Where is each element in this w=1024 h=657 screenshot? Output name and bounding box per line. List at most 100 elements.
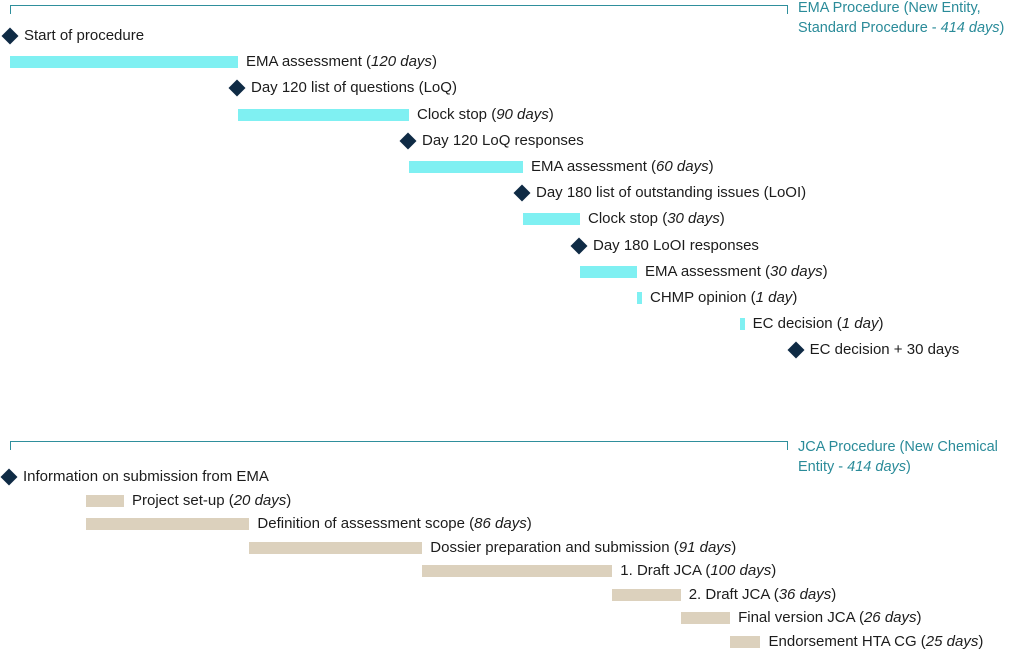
row-label-close: ) bbox=[792, 289, 798, 306]
row-label: Day 180 list of outstanding issues (LoOI… bbox=[536, 184, 807, 202]
row-label-close: ) bbox=[771, 562, 777, 579]
ema-task-label-3: Clock stop (90 days) bbox=[417, 106, 554, 124]
jca-title-line2-prefix: Entity - bbox=[798, 459, 848, 475]
ema-bracket bbox=[10, 5, 788, 14]
jca-milestone-diamond-0 bbox=[0, 468, 18, 486]
jca-task-label-1: Project set-up (20 days) bbox=[132, 492, 291, 510]
ema-task-label-7: Clock stop (30 days) bbox=[588, 210, 725, 228]
jca-task-bar-4 bbox=[422, 565, 613, 577]
jca-task-bar-3 bbox=[249, 541, 423, 554]
row-duration: 20 days bbox=[233, 491, 287, 509]
ema-task-bar-5 bbox=[409, 161, 523, 173]
row-label-close: ) bbox=[431, 53, 437, 71]
row-label: EC decision + 30 days bbox=[809, 341, 960, 359]
row-duration: 1 day bbox=[841, 315, 879, 333]
ema-procedure-title: EMA Procedure (New Entity, Standard Proc… bbox=[798, 0, 1004, 38]
row-label-close: ) bbox=[731, 538, 737, 556]
ema-milestone-label-8: Day 180 LoOI responses bbox=[593, 237, 759, 255]
row-label: Clock stop ( bbox=[588, 210, 668, 228]
row-label-close: ) bbox=[831, 585, 837, 603]
ema-task-bar-7 bbox=[523, 213, 580, 226]
row-label-close: ) bbox=[822, 262, 828, 280]
jca-task-label-2: Definition of assessment scope (86 days) bbox=[257, 515, 531, 533]
row-label: 2. Draft JCA ( bbox=[688, 585, 779, 603]
jca-task-label-7: Endorsement HTA CG (25 days) bbox=[769, 633, 984, 651]
row-duration: 86 days bbox=[474, 515, 527, 532]
ema-task-label-1: EMA assessment (120 days) bbox=[246, 53, 437, 71]
row-label: Final version JCA ( bbox=[738, 609, 864, 626]
jca-task-bar-5 bbox=[612, 588, 681, 601]
row-label: Day 120 list of questions (LoQ) bbox=[251, 79, 457, 97]
row-duration: 60 days bbox=[656, 158, 709, 175]
ema-milestone-diamond-8 bbox=[570, 237, 588, 255]
ema-task-bar-1 bbox=[10, 56, 238, 69]
ema-milestone-label-12: EC decision + 30 days bbox=[810, 341, 960, 359]
row-label: Information on submission from EMA bbox=[23, 468, 269, 485]
ema-title-line1: EMA Procedure (New Entity, bbox=[798, 0, 981, 16]
row-label: EC decision ( bbox=[752, 315, 842, 333]
ema-title-line2-prefix: Standard Procedure - bbox=[798, 20, 941, 36]
jca-title-duration: 414 days bbox=[847, 459, 907, 475]
ema-milestone-label-6: Day 180 list of outstanding issues (LoOI… bbox=[536, 184, 806, 202]
row-duration: 25 days bbox=[925, 632, 979, 650]
ema-title-line2-suffix: ) bbox=[999, 20, 1005, 36]
row-duration: 90 days bbox=[496, 105, 549, 123]
jca-task-bar-2 bbox=[86, 518, 250, 530]
ema-task-bar-3 bbox=[238, 108, 409, 121]
row-label: Definition of assessment scope ( bbox=[257, 515, 475, 532]
jca-bracket bbox=[10, 441, 788, 450]
jca-milestone-label-0: Information on submission from EMA bbox=[23, 468, 269, 486]
jca-title-line1: JCA Procedure (New Chemical bbox=[798, 439, 998, 455]
jca-task-bar-7 bbox=[730, 635, 761, 648]
ema-title-line2: Standard Procedure - 414 days) bbox=[798, 18, 1004, 38]
jca-task-bar-1 bbox=[86, 494, 124, 507]
ema-task-bar-11 bbox=[739, 318, 745, 331]
row-label: EMA assessment ( bbox=[246, 53, 372, 71]
row-duration: 1 day bbox=[755, 289, 793, 306]
ema-milestone-diamond-0 bbox=[1, 27, 19, 45]
row-label-close: ) bbox=[526, 515, 532, 532]
ema-milestone-diamond-6 bbox=[513, 184, 531, 202]
jca-procedure-title: JCA Procedure (New Chemical Entity - 414… bbox=[798, 437, 998, 477]
ema-task-label-11: EC decision (1 day) bbox=[753, 315, 884, 333]
jca-task-bar-6 bbox=[680, 612, 731, 624]
row-label-close: ) bbox=[878, 315, 884, 333]
row-label: Project set-up ( bbox=[132, 491, 234, 509]
ema-task-label-10: CHMP opinion (1 day) bbox=[650, 289, 797, 307]
ema-title-duration: 414 days bbox=[940, 20, 1000, 36]
row-duration: 36 days bbox=[778, 585, 832, 603]
row-label-close: ) bbox=[708, 158, 714, 175]
row-duration: 100 days bbox=[710, 562, 772, 579]
ema-milestone-label-4: Day 120 LoQ responses bbox=[422, 132, 584, 150]
row-label: Dossier preparation and submission ( bbox=[430, 538, 679, 556]
row-duration: 30 days bbox=[667, 210, 720, 228]
row-label: Clock stop ( bbox=[417, 105, 497, 123]
ema-milestone-label-2: Day 120 list of questions (LoQ) bbox=[251, 79, 457, 97]
row-duration: 120 days bbox=[371, 53, 432, 71]
row-label-close: ) bbox=[978, 632, 984, 650]
ema-task-label-5: EMA assessment (60 days) bbox=[531, 158, 714, 176]
jca-title-line2-suffix: ) bbox=[906, 459, 911, 475]
ema-milestone-diamond-4 bbox=[399, 132, 417, 150]
row-label: EMA assessment ( bbox=[531, 158, 657, 175]
ema-task-bar-9 bbox=[580, 265, 637, 278]
row-duration: 91 days bbox=[678, 538, 732, 556]
row-label-close: ) bbox=[719, 210, 725, 228]
row-label: Start of procedure bbox=[24, 27, 145, 44]
ema-milestone-diamond-12 bbox=[787, 341, 805, 359]
jca-task-label-5: 2. Draft JCA (36 days) bbox=[689, 586, 837, 604]
jca-task-label-3: Dossier preparation and submission (91 d… bbox=[430, 539, 736, 557]
row-label: Endorsement HTA CG ( bbox=[768, 632, 926, 650]
row-label: Day 120 LoQ responses bbox=[422, 131, 584, 149]
row-duration: 30 days bbox=[770, 262, 823, 280]
ema-task-label-9: EMA assessment (30 days) bbox=[645, 263, 828, 281]
row-label: 1. Draft JCA ( bbox=[620, 562, 711, 579]
jca-task-label-6: Final version JCA (26 days) bbox=[738, 609, 921, 627]
ema-milestone-diamond-2 bbox=[228, 79, 246, 97]
row-label-close: ) bbox=[286, 491, 292, 509]
row-label: CHMP opinion ( bbox=[650, 289, 756, 306]
jca-task-label-4: 1. Draft JCA (100 days) bbox=[620, 562, 776, 580]
ema-milestone-label-0: Start of procedure bbox=[24, 27, 144, 45]
jca-title-line2: Entity - 414 days) bbox=[798, 457, 998, 477]
row-label-close: ) bbox=[916, 609, 922, 626]
